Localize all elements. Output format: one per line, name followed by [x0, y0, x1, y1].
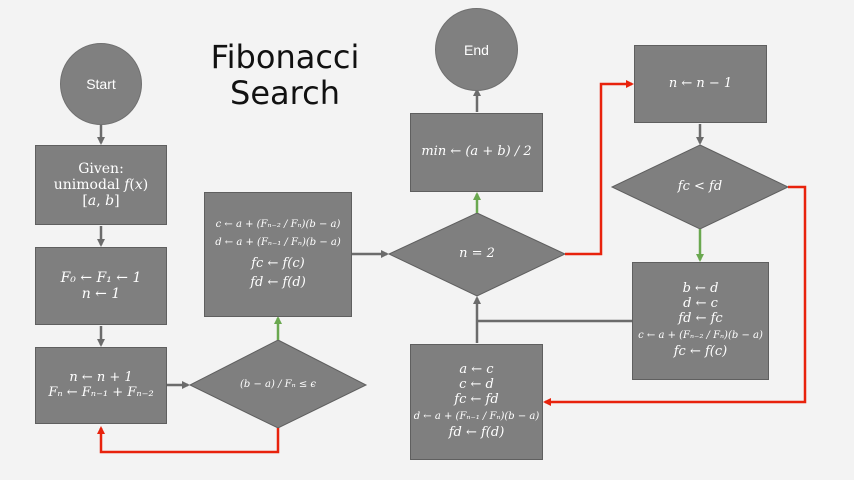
left-update-line-2: d ← c: [683, 296, 718, 312]
compute-line-4: fd ← f(d): [250, 274, 306, 290]
compare-diamond: fc < fd: [640, 173, 760, 201]
right-update-line-4: d ← a + (Fₙ₋₁ / Fₙ)(b − a): [413, 411, 540, 423]
compute-line-2: d ← a + (Fₙ₋₁ / Fₙ)(b − a): [215, 237, 341, 249]
compute-line-3: fc ← f(c): [251, 255, 305, 271]
right-update-line-2: c ← d: [459, 377, 494, 393]
given-line-3: [𝑎, 𝑏]: [82, 193, 120, 210]
edge-tolerance-increment: [97, 426, 280, 454]
min-result-label: min ← (a + b) / 2: [421, 144, 532, 160]
given-box: Given: unimodal 𝑓(𝑥) [𝑎, 𝑏]: [35, 145, 167, 225]
left-update-line-4: c ← a + (Fₙ₋₂ / Fₙ)(b − a): [638, 330, 763, 342]
left-update-line-5: fc ← f(c): [673, 343, 728, 359]
compute-line-1: c ← a + (Fₙ₋₂ / Fₙ)(b − a): [215, 218, 341, 230]
right-update-line-3: fc ← fd: [454, 392, 499, 408]
increment-box: n ← n + 1 Fₙ ← Fₙ₋₁ + Fₙ₋₂: [35, 347, 167, 424]
title-line-1: Fibonacci: [210, 38, 360, 76]
decrement-box: n ← n − 1: [634, 45, 767, 123]
increment-line-1: n ← n + 1: [69, 369, 133, 385]
edge-n2-decrement: [565, 80, 634, 256]
start-node: Start: [60, 43, 142, 125]
compute-cd-box: c ← a + (Fₙ₋₂ / Fₙ)(b − a) d ← a + (Fₙ₋₁…: [204, 192, 352, 317]
right-update-box: a ← c c ← d fc ← fd d ← a + (Fₙ₋₁ / Fₙ)(…: [410, 344, 543, 460]
left-update-line-3: fd ← fc: [678, 311, 723, 327]
tolerance-check-diamond: (b − a) / Fₙ ≤ ϵ: [200, 365, 356, 405]
given-line-2: unimodal 𝑓(𝑥): [53, 176, 149, 193]
compare-label: fc < fd: [677, 178, 723, 194]
right-update-line-5: fd ← f(d): [448, 424, 505, 440]
init-box: F₀ ← F₁ ← 1 n ← 1: [35, 247, 167, 325]
n-equals-2-label: n = 2: [459, 245, 495, 261]
end-node: End: [435, 8, 518, 91]
tolerance-label: (b − a) / Fₙ ≤ ϵ: [240, 379, 316, 391]
title-line-2: Search: [230, 73, 340, 112]
diagram-title: Fibonacci Search: [180, 38, 390, 112]
min-result-box: min ← (a + b) / 2: [410, 113, 543, 192]
right-update-line-1: a ← c: [459, 362, 494, 378]
end-label: End: [464, 41, 489, 58]
left-update-box: b ← d d ← c fd ← fc c ← a + (Fₙ₋₂ / Fₙ)(…: [632, 262, 769, 380]
init-line-2: n ← 1: [81, 286, 121, 302]
increment-line-2: Fₙ ← Fₙ₋₁ + Fₙ₋₂: [48, 384, 154, 400]
edge-compare-right-update: [543, 185, 807, 406]
left-update-line-1: b ← d: [682, 281, 719, 297]
given-line-1: Given:: [78, 160, 124, 177]
decrement-label: n ← n − 1: [668, 75, 733, 91]
n-equals-2-diamond: n = 2: [412, 240, 542, 268]
init-line-1: F₀ ← F₁ ← 1: [60, 269, 142, 286]
start-label: Start: [86, 76, 116, 92]
